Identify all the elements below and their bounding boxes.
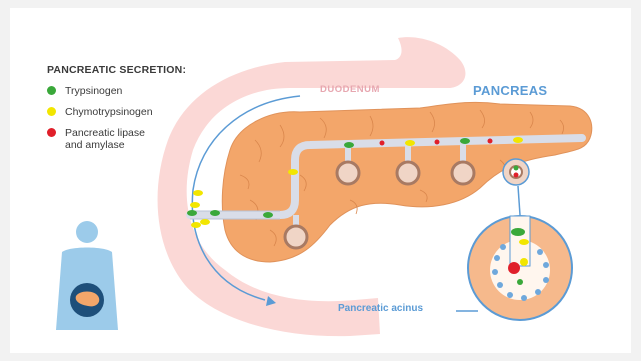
legend-item-lipase-amylase: Pancreatic lipase and amylase — [47, 127, 186, 151]
acinus-label: Pancreatic acinus — [338, 303, 423, 314]
legend-title: PANCREATIC SECRETION: — [47, 64, 186, 76]
duodenum-label: DUODENUM — [320, 84, 380, 95]
legend-label: Trypsinogen — [65, 85, 122, 97]
pancreas-label: PANCREAS — [473, 83, 547, 98]
legend-item-chymotrypsinogen: Chymotrypsinogen — [47, 106, 186, 118]
legend: PANCREATIC SECRETION: Trypsinogen Chymot… — [47, 64, 186, 160]
legend-item-trypsinogen: Trypsinogen — [47, 85, 186, 97]
acinus-enlarged — [468, 216, 572, 320]
yellow-dot-icon — [47, 107, 56, 116]
red-dot-icon — [47, 128, 56, 137]
body-icon — [56, 221, 118, 330]
legend-label: Chymotrypsinogen — [65, 106, 153, 118]
zoom-connector — [518, 186, 520, 215]
green-dot-icon — [47, 86, 56, 95]
legend-label: Pancreatic lipase and amylase — [65, 127, 145, 151]
